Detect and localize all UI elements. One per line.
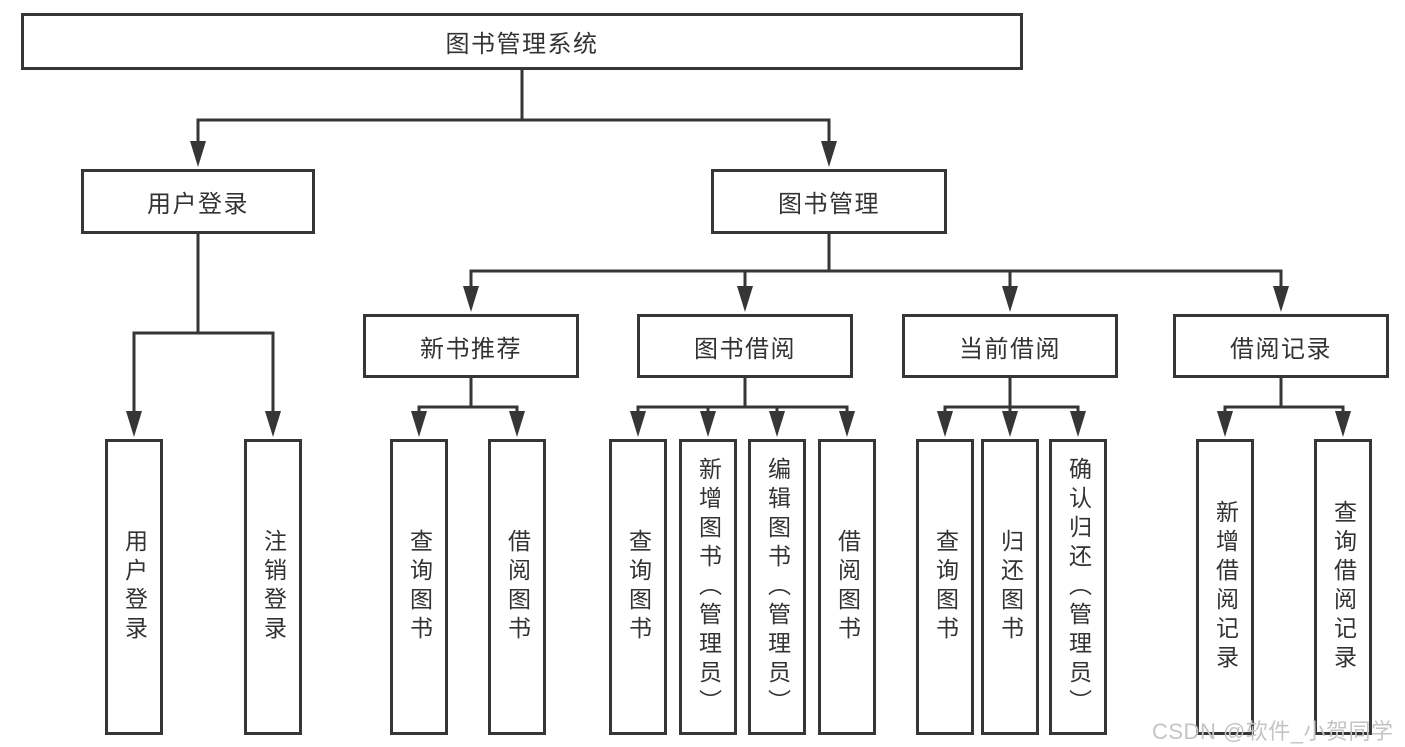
node-borrow-records: 借阅记录: [1173, 314, 1389, 378]
leaf-borrow-books: 借阅图书: [818, 439, 876, 735]
connector-book-management-arrowheads: [463, 286, 1289, 312]
connector-user-login: [126, 232, 281, 437]
leaf-add-borrow-record: 新增借阅记录: [1196, 439, 1254, 735]
leaf-query-books-recommend: 查询图书: [390, 439, 448, 735]
connector-book-management: [463, 232, 1289, 312]
connector-book-borrow: [630, 376, 855, 437]
watermark: CSDN @软件_小贺同学: [1152, 719, 1394, 744]
connector-user-login-arrowheads: [126, 411, 281, 437]
node-current-borrow: 当前借阅: [902, 314, 1118, 378]
connector-borrow-records-lines: [1223, 376, 1345, 413]
node-book-borrow: 图书借阅: [637, 314, 853, 378]
connector-borrow-records: [1217, 376, 1351, 437]
connector-book-borrow-lines: [636, 376, 849, 413]
leaf-return-book: 归还图书: [981, 439, 1039, 735]
connector-new-book-recommend-arrowheads: [411, 411, 525, 437]
connector-borrow-records-arrowheads: [1217, 411, 1351, 437]
leaf-logout: 注销登录: [244, 439, 302, 735]
leaf-user-login: 用户登录: [105, 439, 163, 735]
node-book-management: 图书管理: [711, 169, 947, 234]
leaf-query-books-current: 查询图书: [916, 439, 974, 735]
leaf-borrow-books-recommend: 借阅图书: [488, 439, 546, 735]
connector-root: [190, 68, 837, 167]
connector-new-book-recommend: [411, 376, 525, 437]
connector-root-arrowheads: [190, 141, 837, 167]
node-user-login: 用户登录: [81, 169, 315, 234]
connector-root-lines: [196, 68, 831, 143]
connector-new-book-recommend-lines: [417, 376, 519, 413]
node-library-management-system: 图书管理系统: [21, 13, 1023, 70]
leaf-edit-book-admin: 编辑图书（管理员）: [748, 439, 806, 735]
connector-book-borrow-arrowheads: [630, 411, 855, 437]
leaf-add-book-admin: 新增图书（管理员）: [679, 439, 737, 735]
leaf-query-books-borrow: 查询图书: [609, 439, 667, 735]
connector-book-management-lines: [469, 232, 1283, 288]
connector-current-borrow-lines: [943, 376, 1080, 413]
connector-current-borrow-arrowheads: [937, 411, 1086, 437]
leaf-confirm-return-admin: 确认归还（管理员）: [1049, 439, 1107, 735]
node-new-book-recommend: 新书推荐: [363, 314, 579, 378]
connector-current-borrow: [937, 376, 1086, 437]
connector-user-login-lines: [132, 232, 275, 413]
leaf-query-borrow-record: 查询借阅记录: [1314, 439, 1372, 735]
